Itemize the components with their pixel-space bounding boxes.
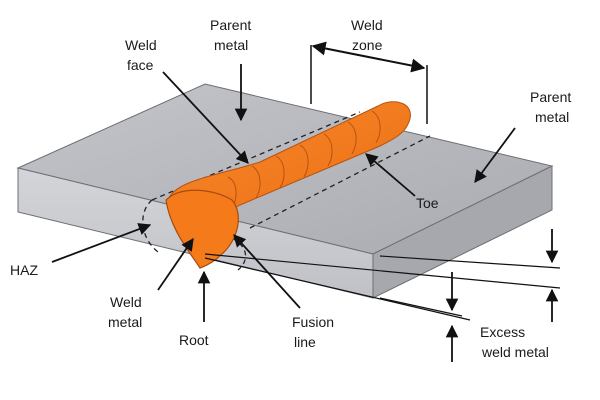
label-parent-metal-right: Parent metal <box>530 89 575 125</box>
label-toe: Toe <box>416 195 439 211</box>
label-fusion-line: Fusion line <box>292 314 338 350</box>
label-parent-metal-top: Parent metal <box>210 17 255 53</box>
label-excess-weld-metal: Excess weld metal <box>480 324 549 360</box>
label-weld-zone: Weld zone <box>351 17 387 53</box>
haz-boundary-front <box>249 135 431 229</box>
label-weld-metal: Weld metal <box>108 294 146 330</box>
leader-arrows <box>51 64 559 362</box>
label-weld-face: Weld face <box>125 37 161 73</box>
plate-side-face <box>372 165 553 299</box>
label-haz: HAZ <box>10 262 38 278</box>
label-root: Root <box>179 332 209 348</box>
